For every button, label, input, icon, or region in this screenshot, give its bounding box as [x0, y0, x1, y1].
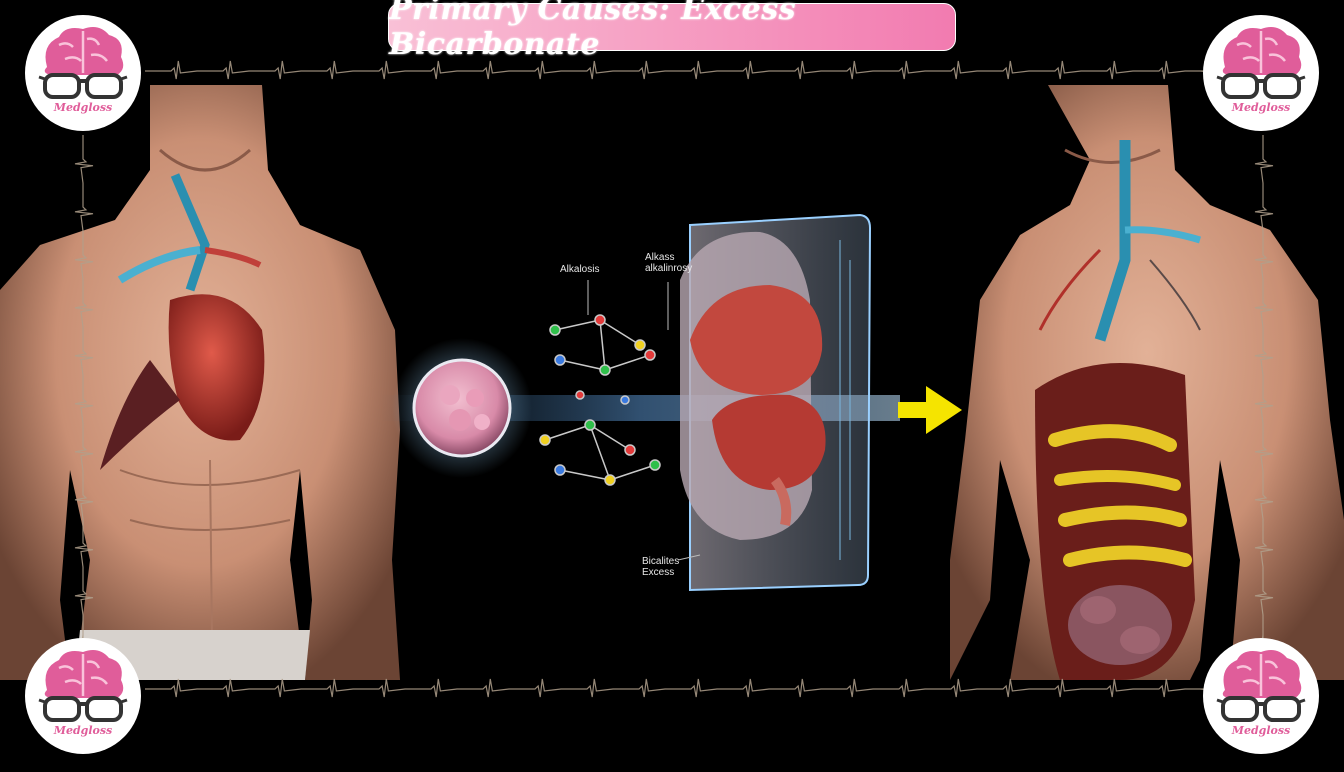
right-torso-figure	[950, 85, 1344, 680]
brain-glasses-logo-icon	[1216, 27, 1306, 99]
brand-name: Medgloss	[53, 101, 113, 114]
page-title: Primary Causes: Excess Bicarbonate	[389, 0, 797, 62]
brand-name: Medgloss	[1231, 101, 1291, 114]
title-banner: Primary Causes: Excess Bicarbonate	[388, 0, 956, 62]
brain-glasses-logo-icon	[1216, 650, 1306, 722]
label-bicalites: Bicalites Excess	[642, 556, 680, 578]
molecule-cluster	[539, 314, 661, 486]
medgloss-logo-bottom-left: Medgloss	[25, 638, 141, 754]
label-alkalosis: Alkalosis	[560, 264, 600, 275]
brain-glasses-logo-icon	[38, 650, 128, 722]
brand-name: Medgloss	[1231, 724, 1291, 737]
yellow-arrow-icon	[898, 386, 962, 434]
medgloss-logo-top-left: Medgloss	[25, 15, 141, 131]
brand-name: Medgloss	[53, 724, 113, 737]
medgloss-logo-top-right: Medgloss	[1203, 15, 1319, 131]
brain-glasses-logo-icon	[38, 27, 128, 99]
center-diagram	[380, 213, 900, 592]
label-alkass: Alkass alkalinrosy	[645, 252, 693, 274]
medgloss-logo-bottom-right: Medgloss	[1203, 638, 1319, 754]
ecg-border	[74, 60, 1274, 698]
left-torso-figure	[0, 85, 400, 680]
